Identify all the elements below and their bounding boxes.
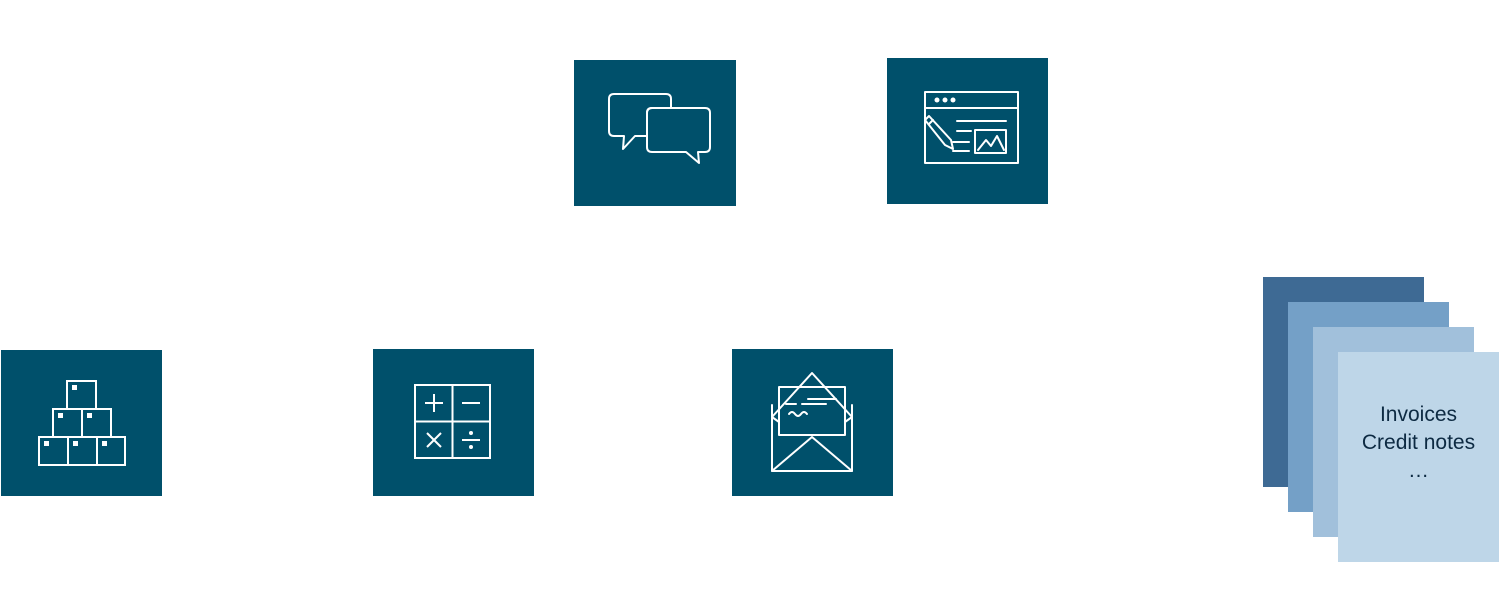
chat-tile bbox=[574, 60, 736, 206]
mail-tile bbox=[732, 349, 893, 496]
document-line-credit-notes: Credit notes bbox=[1361, 431, 1476, 454]
document-line-invoices: Invoices bbox=[1379, 403, 1458, 426]
web-tile bbox=[887, 58, 1048, 204]
calculator-icon bbox=[414, 384, 491, 459]
document-line-ellipsis: … bbox=[1407, 459, 1429, 482]
document-label: Invoices Credit notes … bbox=[1362, 401, 1475, 485]
calculator-tile bbox=[373, 349, 534, 496]
document-layer-front: Invoices Credit notes … bbox=[1338, 352, 1499, 562]
boxes-tile bbox=[1, 350, 162, 496]
stacked-boxes-icon bbox=[38, 380, 126, 466]
open-envelope-letter-icon bbox=[771, 372, 853, 472]
web-page-editing-icon bbox=[924, 91, 1019, 164]
chat-bubbles-icon bbox=[608, 93, 711, 164]
